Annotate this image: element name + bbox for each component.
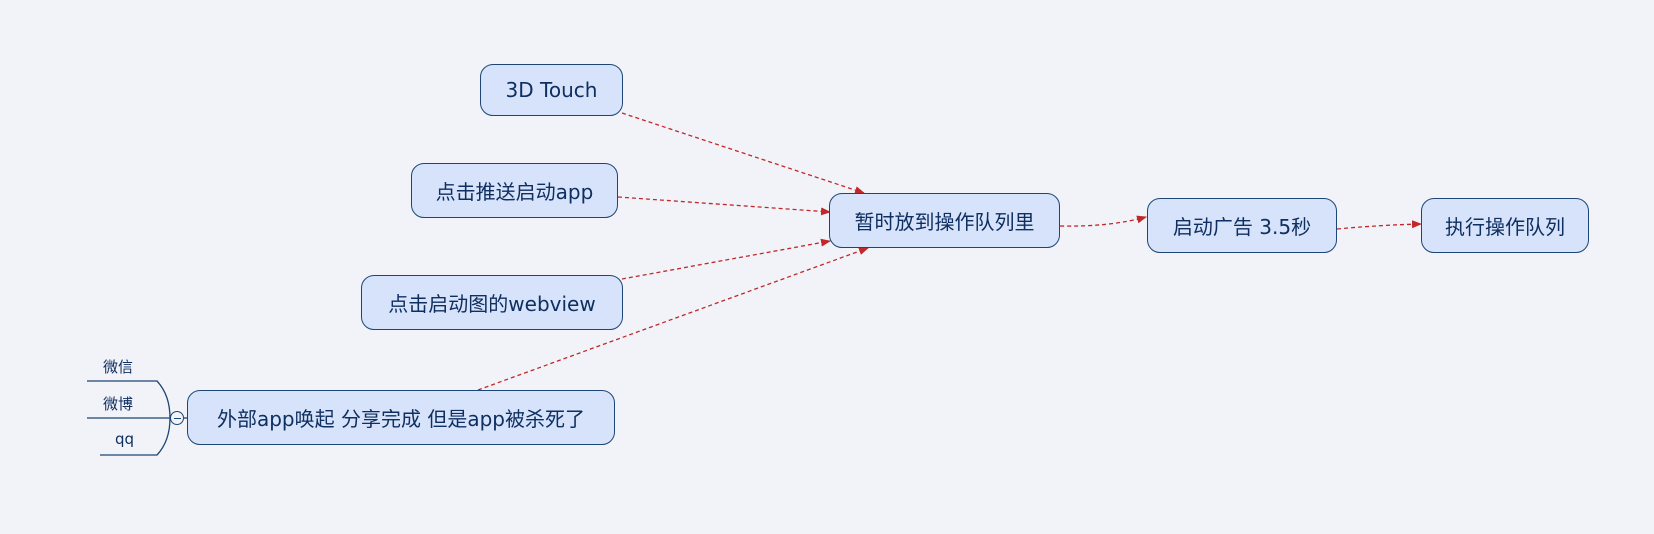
node-launch-webview[interactable]: 点击启动图的webview bbox=[361, 275, 623, 330]
node-execute-queue-label: 执行操作队列 bbox=[1445, 215, 1565, 239]
sub-item-wechat[interactable]: 微信 bbox=[103, 358, 134, 376]
node-3d-touch-label: 3D Touch bbox=[505, 78, 598, 102]
arrow-external-to-queue bbox=[477, 247, 869, 391]
branch-line-wechat bbox=[87, 380, 171, 419]
sub-item-weibo[interactable]: 微博 bbox=[103, 395, 134, 413]
node-launch-webview-label: 点击启动图的webview bbox=[388, 292, 596, 316]
node-launch-ad-label: 启动广告 3.5秒 bbox=[1172, 215, 1312, 239]
arrow-queue-to-ad bbox=[1059, 215, 1147, 227]
arrow-ad-to-execute bbox=[1336, 220, 1422, 230]
node-execute-queue[interactable]: 执行操作队列 bbox=[1421, 198, 1589, 253]
arrow-webview-to-queue bbox=[621, 238, 831, 280]
arrow-3dtouch-to-queue bbox=[621, 112, 865, 194]
node-launch-ad[interactable]: 启动广告 3.5秒 bbox=[1147, 198, 1337, 253]
arrow-push-to-queue bbox=[617, 196, 831, 216]
node-operation-queue-label: 暂时放到操作队列里 bbox=[854, 210, 1035, 234]
node-external-app-label: 外部app唤起 分享完成 但是app被杀死了 bbox=[216, 407, 585, 431]
sub-item-qq[interactable]: qq bbox=[115, 430, 135, 448]
node-external-app[interactable]: 外部app唤起 分享完成 但是app被杀死了 bbox=[187, 390, 615, 445]
node-3d-touch[interactable]: 3D Touch bbox=[480, 64, 623, 116]
node-push-launch[interactable]: 点击推送启动app bbox=[411, 163, 618, 218]
node-operation-queue[interactable]: 暂时放到操作队列里 bbox=[829, 193, 1060, 248]
branch-line-qq bbox=[100, 417, 171, 456]
node-push-launch-label: 点击推送启动app bbox=[435, 180, 594, 204]
collapse-toggle-icon[interactable] bbox=[170, 411, 184, 425]
